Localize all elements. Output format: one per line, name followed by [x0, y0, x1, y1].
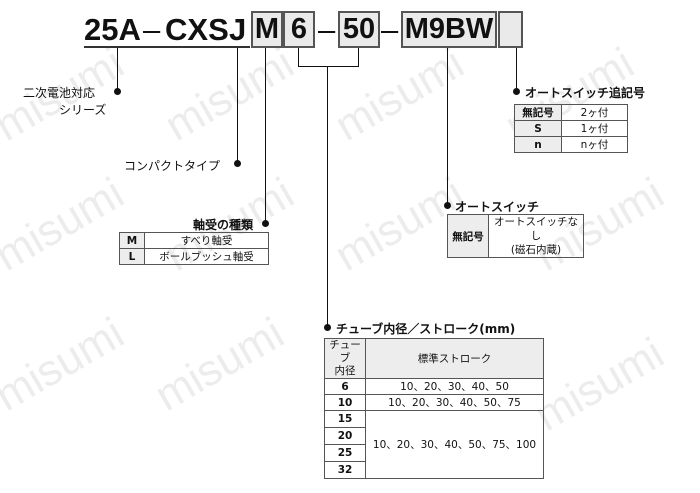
leader-dot	[114, 88, 121, 95]
table-cell: 25	[324, 444, 366, 462]
auto-switch-desc-line1: オートスイッチなし	[494, 216, 578, 242]
table-row: 6 10、20、30、40、50	[324, 378, 544, 395]
label-bore-stroke: チューブ内径／ストローク(mm)	[336, 322, 516, 336]
code-separator: –	[318, 12, 336, 47]
table-row: M すべり軸受	[119, 232, 269, 249]
code-j: J	[229, 12, 247, 47]
code-series: 25A	[84, 12, 141, 47]
table-cell: S	[514, 120, 562, 137]
table-cell: すべり軸受	[144, 232, 269, 249]
watermark: misumi	[526, 328, 672, 441]
label-auto-switch: オートスイッチ	[455, 200, 540, 214]
bracket-bottom	[298, 66, 359, 67]
table-cell: 20	[324, 427, 366, 445]
table-cell: M	[119, 232, 145, 249]
switch-count-box	[498, 11, 523, 48]
table-row: L ボールブッシュ軸受	[119, 248, 269, 265]
auto-switch-table: 無記号 オートスイッチなし (磁石内蔵)	[447, 214, 584, 258]
leader-dot	[262, 220, 269, 227]
leader-bore-stroke	[327, 66, 328, 328]
table-cell: ボールブッシュ軸受	[144, 248, 269, 265]
auto-switch-desc-line2: (磁石内蔵)	[510, 244, 562, 256]
table-cell: nヶ付	[561, 136, 628, 153]
switch-count-table: 無記号 2ヶ付 S 1ヶ付 n nヶ付	[514, 104, 628, 153]
leader-auto-switch	[447, 48, 448, 206]
table-row: 15 10、20、30、40、50、75、100	[324, 410, 544, 479]
leader-dot	[234, 160, 241, 167]
table-row: n nヶ付	[514, 136, 628, 153]
code-separator: –	[381, 12, 399, 47]
label-switch-count: オートスイッチ追記号	[525, 86, 646, 100]
table-row: S 1ヶ付	[514, 120, 628, 137]
table-header-stroke: 標準ストローク	[365, 338, 544, 379]
watermark: misumi	[156, 38, 302, 151]
table-row: 無記号 2ヶ付	[514, 104, 628, 121]
table-row: 32	[324, 461, 544, 479]
leader-dot	[513, 88, 520, 95]
code-separator: –	[143, 12, 161, 47]
bracket-stroke	[358, 48, 359, 67]
bearing-code-box: M	[251, 11, 283, 48]
switch-code-box: M9BW	[401, 11, 497, 48]
leader-dot	[444, 202, 451, 209]
header-bore-line1: チューブ	[329, 339, 361, 364]
header-bore-line2: 内径	[334, 365, 356, 377]
label-bearing-type: 軸受の種類	[193, 218, 254, 232]
table-cell: オートスイッチなし (磁石内蔵)	[488, 214, 584, 258]
table-cell: 10、20、30、40、50	[365, 378, 544, 395]
bracket-bore	[298, 48, 299, 67]
table-cell-merged: 10、20、30、40、50、75、100	[365, 410, 544, 479]
leader-switch-count	[516, 48, 517, 92]
table-cell: 無記号	[447, 214, 489, 258]
table-row: 25	[324, 444, 544, 462]
table-cell: 32	[324, 461, 366, 479]
series-underline	[84, 46, 250, 48]
table-header-row: チューブ 内径 標準ストローク	[324, 338, 544, 379]
label-secondary-battery: 二次電池対応	[23, 86, 96, 100]
table-cell: 6	[324, 378, 366, 395]
table-row: 無記号 オートスイッチなし (磁石内蔵)	[447, 214, 584, 258]
label-compact-type: コンパクトタイプ	[124, 159, 221, 173]
bearing-table: M すべり軸受 L ボールブッシュ軸受	[119, 232, 269, 265]
watermark: misumi	[146, 308, 292, 421]
table-cell: 10、20、30、40、50、75	[365, 394, 544, 411]
watermark: misumi	[0, 168, 132, 281]
table-header-bore: チューブ 内径	[324, 338, 366, 379]
stroke-table: チューブ 内径 標準ストローク 6 10、20、30、40、50 10 10、2…	[324, 338, 544, 479]
table-cell: 15	[324, 410, 366, 428]
leader-series	[117, 48, 118, 92]
leader-bearing	[265, 48, 266, 224]
table-cell: 1ヶ付	[561, 120, 628, 137]
code-model: CXS	[165, 12, 229, 47]
leader-compact	[237, 48, 238, 164]
table-cell: 無記号	[514, 104, 562, 121]
leader-dot	[324, 324, 331, 331]
table-cell: 10	[324, 394, 366, 411]
table-cell: n	[514, 136, 562, 153]
table-row: 10 10、20、30、40、50、75	[324, 394, 544, 411]
label-series: シリーズ	[59, 103, 107, 117]
watermark: misumi	[326, 38, 472, 151]
stroke-code-box: 50	[338, 11, 380, 48]
table-cell: L	[119, 248, 145, 265]
table-row: 20	[324, 427, 544, 445]
table-cell: 2ヶ付	[561, 104, 628, 121]
watermark: misumi	[0, 308, 132, 421]
bore-code-box: 6	[283, 11, 315, 48]
